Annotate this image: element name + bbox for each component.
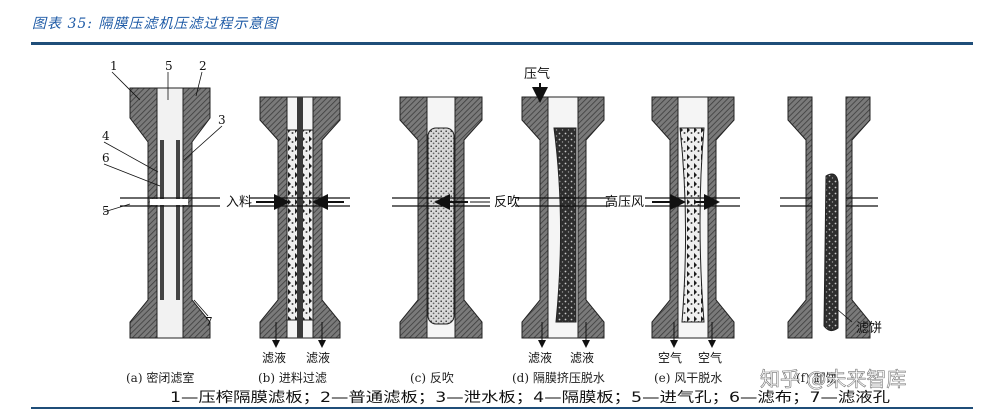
watermark: 知乎 @未来智库 [760,367,906,391]
caption-d: (d) 隔膜挤压脱水 [512,370,605,385]
label-feed: 入料 [226,195,252,210]
panel-f [780,96,878,339]
caption-c: (c) 反吹 [410,371,454,385]
part-leaders [103,71,223,317]
panel-c [392,96,490,339]
label-press-air: 压气 [524,66,550,82]
panel-d [515,83,610,348]
panel-b [250,96,350,348]
label-high-pressure-air: 高压风 [605,194,644,210]
header-rule [31,42,973,45]
label-filter-cake: 滤饼 [856,321,882,336]
caption-f: (f) 卸饼 [796,370,838,385]
label-blowback: 反吹 [494,195,520,210]
part-label-2: 2 [199,59,207,73]
caption-e: (e) 风干脱水 [654,370,722,385]
figure-title: 图表 35: 隔膜压滤机压滤过程示意图 [32,16,279,32]
part-label-5-top: 5 [165,59,173,73]
label-air-e1: 空气 [658,350,682,365]
part-label-3: 3 [218,113,226,127]
label-filtrate-d2: 滤液 [570,350,594,365]
panel-e [645,96,740,348]
label-filtrate-d1: 滤液 [528,350,552,365]
part-label-7: 7 [205,315,213,329]
part-label-1: 1 [110,59,118,73]
caption-b: (b) 进料过滤 [258,371,327,385]
label-filtrate-b2: 滤液 [306,350,330,365]
part-label-4: 4 [102,129,110,143]
label-filtrate-b1: 滤液 [262,350,286,365]
figure-header: 图表 35: 隔膜压滤机压滤过程示意图 [0,0,996,45]
label-air-e2: 空气 [698,350,722,365]
part-legend: 1—压榨隔膜滤板；2—普通滤板；3—泄水板；4—隔膜板；5—进气孔；6—滤布；7… [170,389,890,406]
footer-rule [31,407,973,409]
part-label-5-side: 5 [102,204,110,218]
caption-a: (a) 密闭滤室 [126,370,194,385]
part-label-6: 6 [102,151,110,165]
panel-a [120,87,220,339]
